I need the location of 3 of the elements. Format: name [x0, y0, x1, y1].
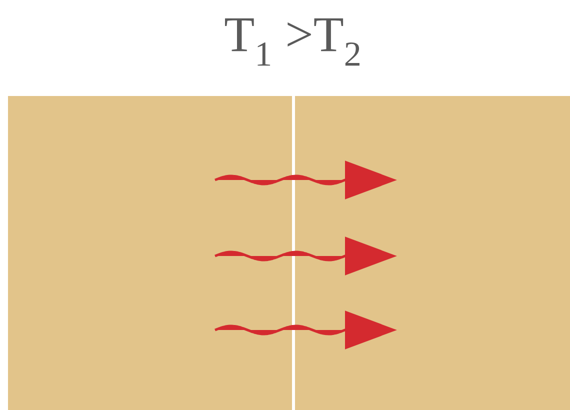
block: [8, 96, 292, 410]
title: T$_{1}$ >T$_{2}$: [225, 18, 360, 66]
block: [295, 96, 570, 410]
